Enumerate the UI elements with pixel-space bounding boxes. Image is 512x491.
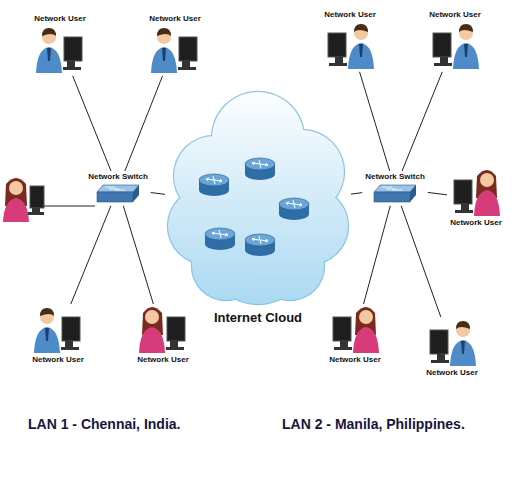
- user-figure: [427, 21, 483, 71]
- user-label: Network User: [135, 355, 191, 366]
- network-user: Network User: [448, 168, 504, 229]
- switch-icon: [372, 183, 418, 205]
- user-figure: [135, 305, 191, 355]
- user-figure: [322, 21, 378, 71]
- network-user: Network User: [32, 14, 88, 75]
- user-label: Network User: [427, 10, 483, 21]
- router-icon: [245, 234, 275, 256]
- network-switch: Network Switch: [86, 172, 150, 205]
- switch-icon: [95, 183, 141, 205]
- network-cable: [44, 206, 95, 207]
- lan-title: LAN 2 - Manila, Philippines.: [282, 416, 465, 432]
- router-icon: [199, 174, 229, 196]
- network-cable: [351, 193, 362, 194]
- user-label: Network User: [322, 10, 378, 21]
- network-user: Network User: [322, 10, 378, 71]
- network-user: Network User: [424, 318, 480, 379]
- network-cable: [364, 206, 391, 304]
- router-icon: [279, 198, 309, 220]
- user-figure: [327, 305, 383, 355]
- network-cable: [402, 72, 442, 171]
- switch-label: Network Switch: [86, 172, 150, 183]
- cloud-label: Internet Cloud: [212, 310, 304, 326]
- network-cable: [73, 76, 111, 171]
- user-figure: [448, 168, 504, 218]
- user-label: Network User: [424, 368, 480, 379]
- network-cable: [123, 206, 153, 304]
- network-cable: [125, 76, 163, 171]
- lan-title: LAN 1 - Chennai, India.: [28, 416, 180, 432]
- switch-label: Network Switch: [363, 172, 427, 183]
- router-icon: [205, 228, 235, 250]
- router-icon: [245, 158, 275, 180]
- internet-cloud: Internet Cloud: [166, 86, 350, 326]
- user-label: Network User: [32, 14, 88, 25]
- network-cable: [360, 72, 390, 171]
- user-label: Network User: [327, 355, 383, 366]
- user-figure: [32, 25, 88, 75]
- network-switch: Network Switch: [363, 172, 427, 205]
- user-label: Network User: [147, 14, 203, 25]
- user-figure: [30, 305, 86, 355]
- network-cable: [71, 206, 111, 304]
- network-user: Network User: [30, 305, 86, 366]
- network-user: Network User: [135, 305, 191, 366]
- network-cable: [151, 193, 165, 195]
- cloud-shape: [166, 86, 350, 308]
- user-label: Network User: [30, 355, 86, 366]
- network-cable: [428, 192, 447, 194]
- network-user: Network User: [147, 14, 203, 75]
- user-figure: [3, 178, 44, 222]
- network-cable: [401, 206, 441, 317]
- user-label: Network User: [448, 218, 504, 229]
- user-figure: [147, 25, 203, 75]
- user-figure: [424, 318, 480, 368]
- network-user: Network User: [327, 305, 383, 366]
- network-user: Network User: [427, 10, 483, 71]
